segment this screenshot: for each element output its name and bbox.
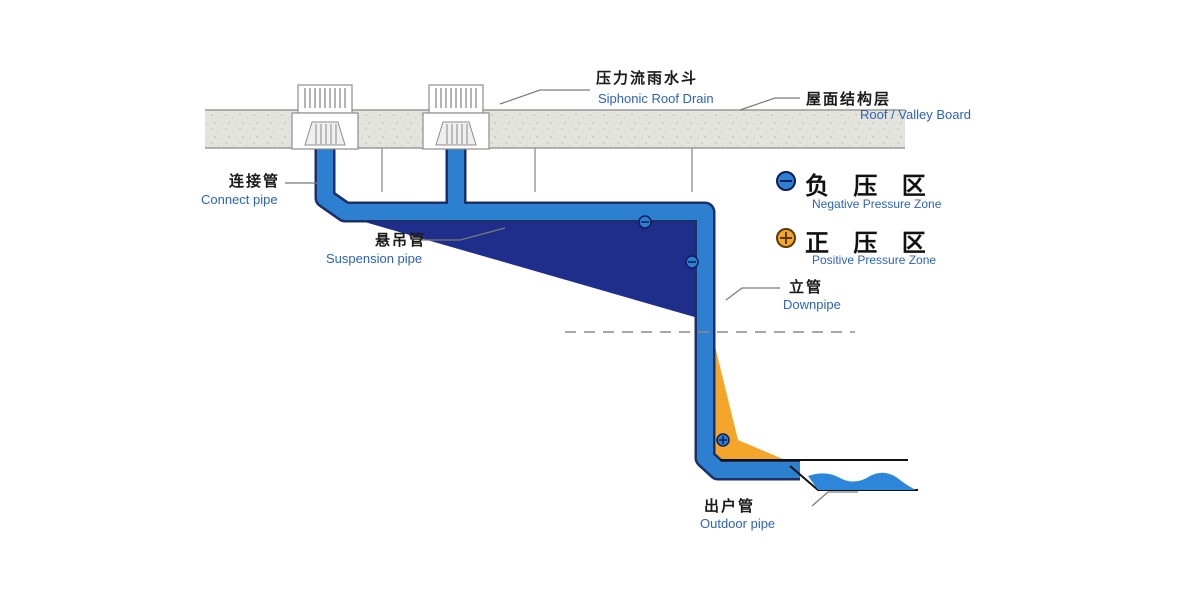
positive-zone-legend-cn: 正 压 区: [805, 229, 934, 257]
outdoor-pipe-label-cn: 出户管: [704, 497, 756, 515]
suspension-pipe-label-cn: 悬吊管: [375, 231, 427, 249]
water-surface: [808, 472, 916, 490]
negative-marker-2: [685, 255, 699, 269]
pipe-system: [314, 146, 800, 481]
roof-label-en: Roof / Valley Board: [860, 107, 972, 122]
negative-zone-legend-cn: 负 压 区: [805, 172, 934, 200]
downpipe-label-en: Downpipe: [783, 297, 841, 312]
leader-lines: [285, 89, 858, 507]
outdoor-pipe-label-en: Outdoor pipe: [700, 516, 776, 531]
positive-zone-legend-en: Positive Pressure Zone: [812, 253, 937, 267]
suspension-pipe-label-en: Suspension pipe: [326, 251, 423, 266]
siphonic-roof-drain-2: [422, 84, 490, 150]
siphonic-drain-label-en: Siphonic Roof Drain: [598, 91, 714, 106]
positive-pressure-zone: [711, 330, 790, 462]
siphonic-roof-drain-1: [291, 84, 359, 150]
downpipe-label-cn: 立管: [789, 278, 824, 296]
negative-zone-legend-en: Negative Pressure Zone: [812, 197, 942, 211]
positive-pressure-icon: [776, 228, 796, 248]
outdoor-channel: [720, 459, 918, 491]
negative-marker-1: [638, 215, 652, 229]
connect-pipe-label-cn: 连接管: [229, 172, 281, 190]
negative-pressure-zone: [330, 212, 705, 320]
siphonic-drain-label-cn: 压力流雨水斗: [596, 69, 699, 87]
roof-label-cn: 屋面结构层: [806, 90, 892, 108]
negative-pressure-icon: [776, 171, 796, 191]
pipe-hangers: [381, 148, 693, 192]
connect-pipe-label-en: Connect pipe: [201, 192, 278, 207]
positive-marker: [716, 433, 730, 447]
